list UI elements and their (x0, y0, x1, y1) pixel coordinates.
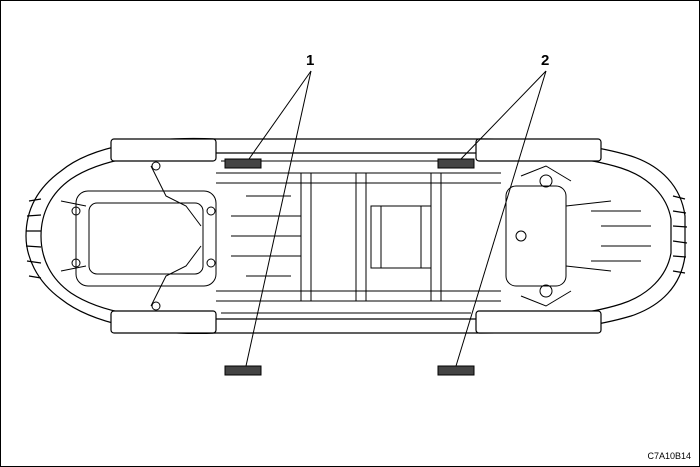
leader-2-upper (460, 70, 547, 160)
lift-pad-rear-upper (437, 158, 475, 169)
lift-pad-front-upper (224, 158, 262, 169)
rear-suspension (505, 165, 651, 307)
frame-rails (216, 160, 501, 314)
leader-1-upper (248, 70, 312, 160)
leader-2-lower (455, 70, 547, 367)
leader-1-lower (245, 70, 312, 367)
callout-leaders (245, 70, 547, 367)
lift-pad-rear-lower (437, 365, 475, 376)
figure-code: C7A10B14 (647, 451, 691, 461)
wheels (110, 138, 602, 334)
callout-label-2: 2 (541, 52, 550, 69)
lift-pad-front-lower (224, 365, 262, 376)
callout-label-1: 1 (306, 52, 315, 69)
lift-pads (224, 158, 475, 376)
front-subframe (60, 161, 217, 311)
